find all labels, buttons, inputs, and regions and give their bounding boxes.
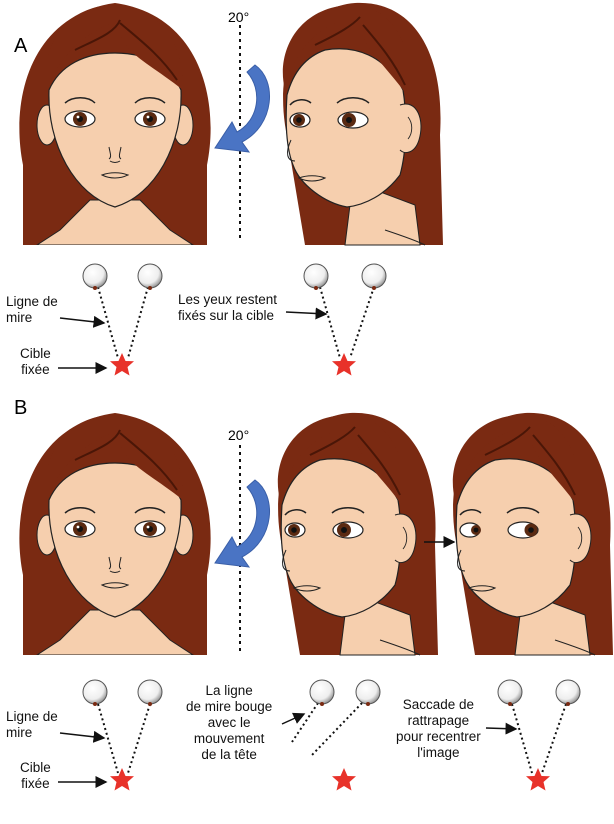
eyeball-icon <box>83 680 107 706</box>
target-star-icon <box>110 353 134 376</box>
target-star-icon <box>526 768 550 791</box>
eyeball-icon <box>138 264 162 290</box>
gaze-setup-a-left <box>58 264 162 376</box>
eyeball-icon <box>83 264 107 290</box>
eyeball-icon <box>304 264 328 290</box>
panel-a-label: A <box>14 35 28 57</box>
panel-b-label: B <box>14 397 27 419</box>
eyeball-icon <box>310 680 334 706</box>
angle-label-b: 20° <box>228 427 249 443</box>
gaze-setup-b-right <box>486 680 580 791</box>
face-front-icon <box>19 3 210 245</box>
rotation-arrow-icon <box>215 65 270 152</box>
eyeball-icon <box>498 680 522 706</box>
eyeball-icon <box>362 264 386 290</box>
face-turned-icon <box>278 413 438 655</box>
eyeball-icon <box>138 680 162 706</box>
target-star-icon <box>332 353 356 376</box>
target-star-icon <box>332 768 356 791</box>
angle-label-a: 20° <box>228 9 249 25</box>
target-star-icon <box>110 768 134 791</box>
rotation-arrow-icon <box>215 480 270 567</box>
face-front-icon <box>19 413 210 655</box>
gaze-setup-b-middle <box>282 680 380 791</box>
panel-b: B 20° <box>0 397 613 791</box>
gaze-setup-b-left <box>58 680 162 791</box>
eyeball-icon <box>556 680 580 706</box>
gaze-setup-a-right <box>286 264 386 376</box>
face-turned-saccade-icon <box>453 413 613 655</box>
eyeball-icon <box>356 680 380 706</box>
face-turned-icon <box>283 3 443 245</box>
